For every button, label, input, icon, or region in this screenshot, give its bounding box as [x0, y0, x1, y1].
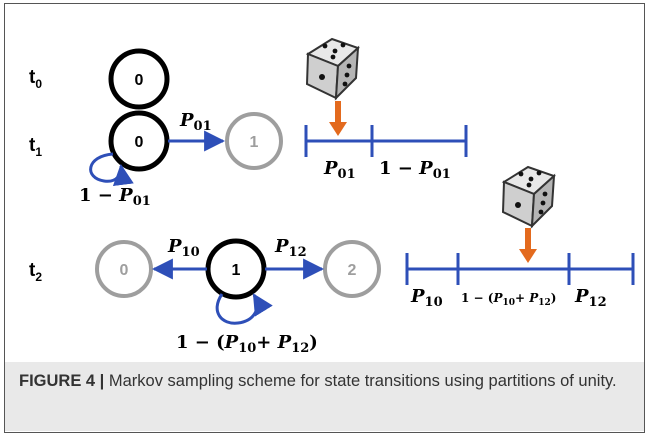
figure-caption: FIGURE 4 | Markov sampling scheme for st…: [19, 370, 619, 393]
state-node-t2-0: 0: [95, 240, 153, 298]
dice-icon: [305, 37, 360, 101]
partition-label-stay-t1: 1 − P01: [379, 158, 451, 182]
caption-bar: FIGURE 4 | Markov sampling scheme for st…: [5, 362, 644, 431]
label-stay-t1: 1 − P01: [79, 185, 151, 209]
label-p01: P01: [179, 110, 212, 134]
label-p10: P10: [167, 236, 200, 260]
self-loop-arrow-t1: [89, 152, 134, 187]
row-label-t2: t2: [29, 260, 42, 284]
pointer-arrow-1: [329, 101, 347, 136]
svg-text:0: 0: [120, 262, 129, 279]
partition-label-stay-t2: 1 − (P10+ P12): [461, 291, 556, 308]
row-label-t1: t1: [29, 135, 42, 159]
state-node-t1-0: 0: [108, 110, 170, 172]
state-node-t1-1: 1: [225, 112, 283, 170]
row-label-t0: t0: [29, 67, 42, 91]
caption-text: Markov sampling scheme for state transit…: [104, 372, 617, 390]
state-node-t2-2: 2: [323, 240, 381, 298]
partition-bar-1: [304, 125, 468, 157]
dice-icon: [501, 165, 556, 229]
partition-label-p10: P10: [410, 286, 443, 310]
pointer-arrow-2: [519, 228, 537, 263]
state-node-t0-0: 0: [108, 48, 170, 110]
partition-label-p12: P12: [574, 286, 607, 310]
self-loop-arrow-t2: [215, 293, 273, 325]
caption-label: FIGURE 4 |: [19, 372, 105, 390]
state-node-t2-1: 1: [205, 238, 267, 300]
svg-text:2: 2: [348, 262, 357, 279]
partition-bar-2: [405, 253, 635, 285]
svg-text:0: 0: [135, 72, 144, 89]
svg-text:1: 1: [232, 262, 241, 279]
label-stay-t2: 1 − (P10+ P12): [176, 332, 318, 356]
markov-diagram: t0 t1 t2 0 0 1 P01 1 − P01: [29, 37, 635, 356]
svg-text:1: 1: [250, 134, 259, 151]
partition-label-p01: P01: [323, 158, 356, 182]
label-p12: P12: [274, 236, 307, 260]
svg-text:0: 0: [135, 134, 144, 151]
